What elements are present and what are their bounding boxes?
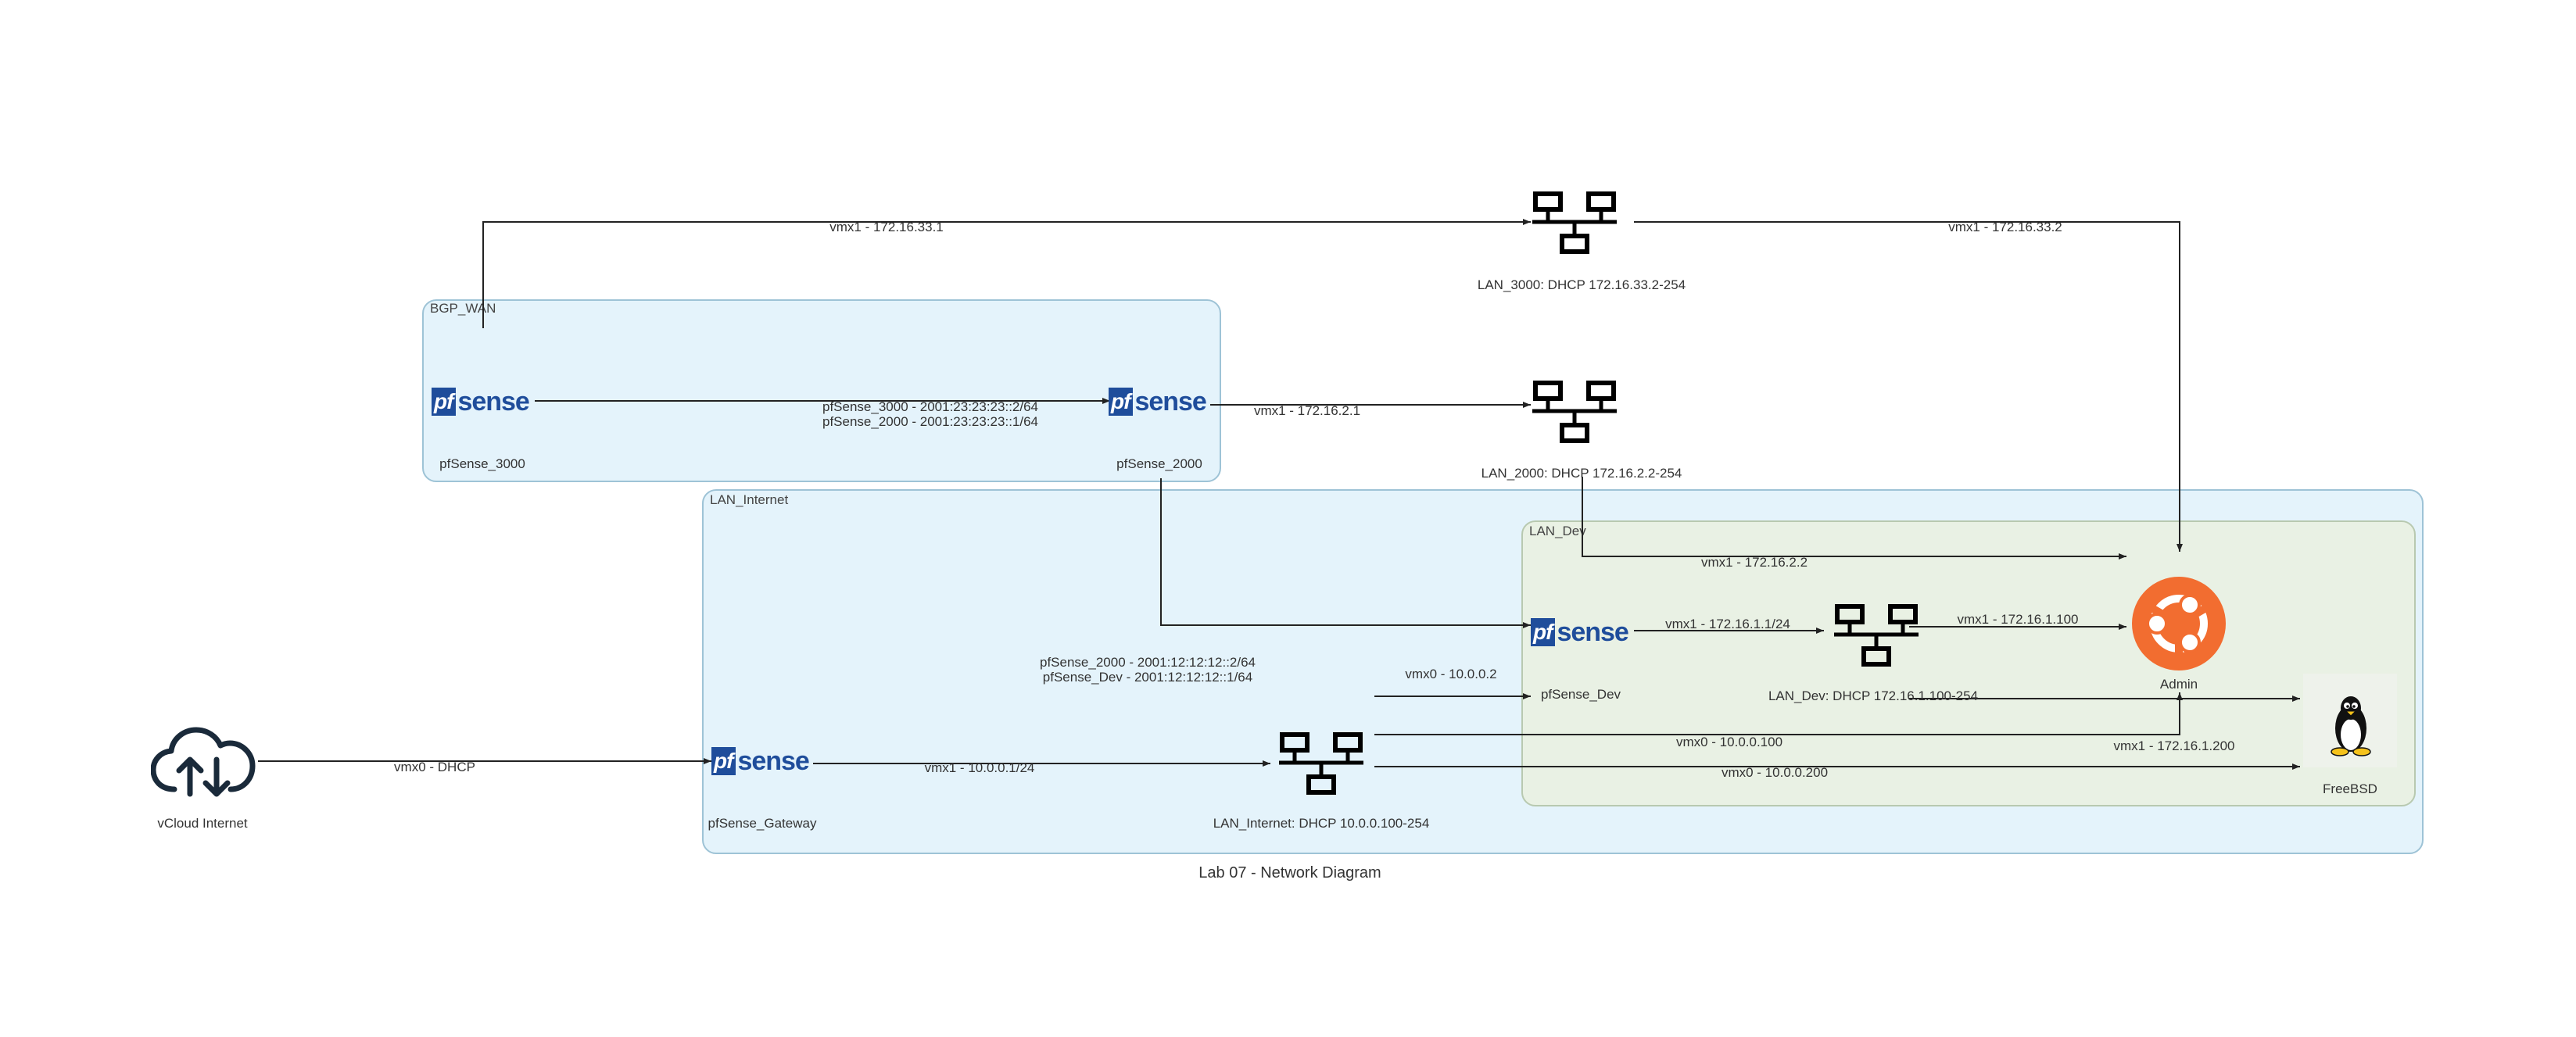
network-switch-icon [1834, 604, 1919, 667]
edge-label-pf2000-pfdev-line1: pfSense_2000 - 2001:12:12:12::2/64 [1039, 655, 1256, 670]
group-lan-dev [1521, 520, 2416, 806]
group-bgp-wan [422, 299, 1221, 482]
linux-tux-icon [2331, 696, 2371, 756]
edge-label-pf2000-to-lan2000: vmx1 - 172.16.2.1 [1253, 403, 1361, 418]
edge-label-landev-to-admin: vmx1 - 172.16.1.100 [1957, 612, 2079, 627]
group-label-lan-dev: LAN_Dev [1529, 524, 1586, 538]
node-label-lan-3000: LAN_3000: DHCP 172.16.33.2-254 [1477, 277, 1686, 292]
edge-label-pf3000-to-lan3000: vmx1 - 172.16.33.1 [829, 220, 944, 234]
node-label-lan-2000: LAN_2000: DHCP 172.16.2.2-254 [1481, 466, 1682, 481]
node-label-vcloud-internet: vCloud Internet [157, 816, 248, 831]
edge-lan3000-to-admin [1634, 221, 2183, 552]
group-label-bgp-wan: BGP_WAN [430, 301, 496, 316]
node-label-freebsd: FreeBSD [2323, 781, 2377, 796]
node-label-pfsense-2000: pfSense_2000 [1116, 456, 1202, 471]
edge-label-vcloud-to-gateway: vmx0 - DHCP [394, 760, 475, 774]
diagram-title: Lab 07 - Network Diagram [1198, 864, 1381, 881]
node-label-lan-dev: LAN_Dev: DHCP 172.16.1.100-254 [1768, 688, 1979, 703]
edge-lan2000-to-admin [1582, 477, 2126, 560]
network-switch-icon [1532, 191, 1617, 254]
edge-label-laninternet-to-pfdev: vmx0 - 10.0.0.2 [1405, 667, 1497, 681]
edge-label-pf2000-pfdev-line2: pfSense_Dev - 2001:12:12:12::1/64 [1042, 670, 1253, 685]
edge-label-pfdev-to-landev: vmx1 - 172.16.1.1/24 [1665, 617, 1790, 631]
edge-laninternet-to-admin [1374, 692, 2183, 735]
network-switch-icon [1532, 381, 1617, 443]
node-label-admin: Admin [2159, 677, 2198, 692]
edge-label-laninternet-to-admin: vmx0 - 10.0.0.100 [1675, 735, 1783, 749]
edge-label-lan3000-to-admin: vmx1 - 172.16.33.2 [1948, 220, 2062, 234]
group-label-lan-internet: LAN_Internet [710, 492, 789, 507]
cloud-upload-download-icon [151, 727, 256, 797]
edge-label-landev-to-freebsd: vmx1 - 172.16.1.200 [2113, 738, 2235, 753]
edge-pf3000-to-lan3000 [482, 219, 1531, 328]
network-switch-icon [1279, 732, 1363, 795]
node-label-pfsense-gateway: pfSense_Gateway [708, 816, 817, 831]
node-label-pfsense-dev: pfSense_Dev [1540, 687, 1621, 702]
edge-label-lan2000-to-admin: vmx1 - 172.16.2.2 [1700, 555, 1808, 570]
edge-label-gateway-to-lan-internet: vmx1 - 10.0.0.1/24 [924, 760, 1035, 775]
edge-label-laninternet-to-freebsd: vmx0 - 10.0.0.200 [1721, 765, 1829, 780]
edge-pf2000-to-pfdev [1160, 478, 1531, 628]
ubuntu-logo [2132, 577, 2226, 670]
node-label-pfsense-3000: pfSense_3000 [439, 456, 525, 471]
edge-label-pf3000-pf2000-line1: pfSense_3000 - 2001:23:23:23::2/64 [822, 399, 1039, 414]
node-label-lan-internet: LAN_Internet: DHCP 10.0.0.100-254 [1213, 816, 1430, 831]
edge-label-pf3000-pf2000-line2: pfSense_2000 - 2001:23:23:23::1/64 [822, 414, 1039, 429]
